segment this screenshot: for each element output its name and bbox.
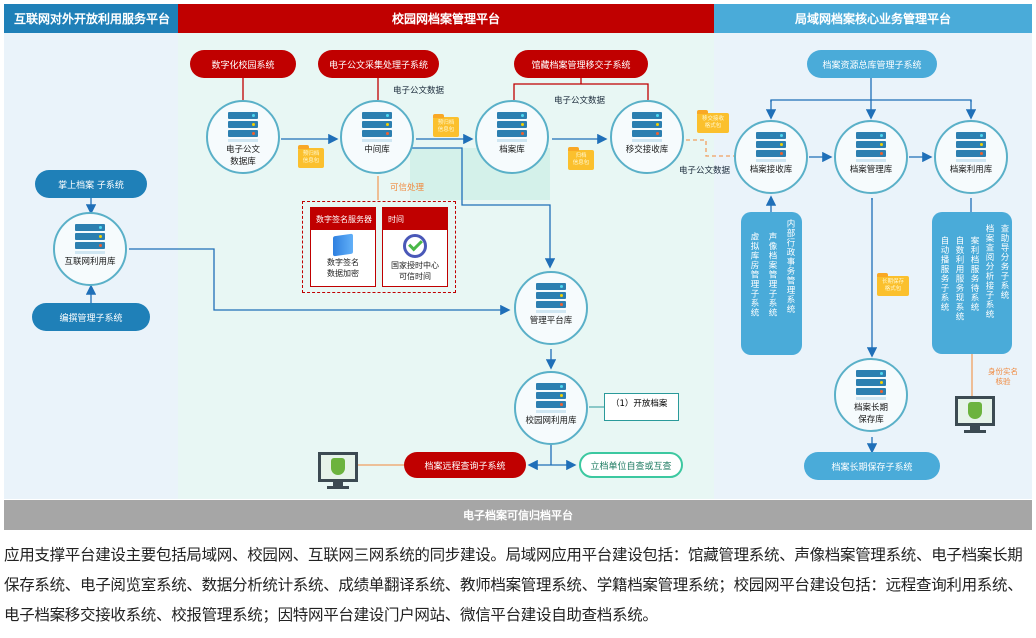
digital-campus-system[interactable]: 数字化校园系统 [190,50,296,78]
editing-management-subsystem[interactable]: 编撰管理子系统 [32,303,150,331]
subsystem-column: 案利档服务待系统 [969,236,979,312]
doc-data-label: 电子公文数据 [554,96,606,106]
identity-check-label: 身份实名 核验 [988,367,1018,386]
monitor-security-icon [318,452,358,489]
archive-package-folder: 归档 信息包 [568,147,594,170]
signature-desc: 数字签名 数据加密 [327,258,359,278]
digital-signature-server[interactable]: 数字签名服务器 数字签名 数据加密 [310,207,376,287]
signature-icon [333,233,353,257]
lan-header-title: 局域网档案核心业务管理平台 [794,12,951,26]
internet-use-db[interactable]: 互联网利用库 [53,212,127,286]
middle-database[interactable]: 中间库 [340,100,414,174]
campus-use-database[interactable]: 校园网利用库 [514,371,588,445]
receive-subsystems-box[interactable]: 虚拟库房管理子系统 声像档案管理子系统 内部行政事务管理系统 [741,212,802,355]
use-subsystems-box[interactable]: 自动播服务子系统 自数利用服务现系统 案利档服务待系统 档案查阅分析接子系统 查… [932,212,1012,354]
mgmt-platform-database[interactable]: 管理平台库 [514,271,588,345]
subsystem-column: 声像档案管理子系统 [767,232,777,318]
subsystem-column: 自动播服务子系统 [939,236,949,312]
pre-archive-package-folder: 预归档 信息包 [298,145,324,168]
doc-database[interactable]: 电子公文 数据库 [206,100,280,174]
subsystem-column: 查助导分务子系统 [999,224,1009,300]
subsystem-column: 档案查阅分析接子系统 [984,224,994,319]
campus-header: 校园网档案管理平台 [178,4,714,33]
archive-transfer-subsystem[interactable]: 馆藏档案管理移交子系统 [514,50,648,78]
archive-use-database[interactable]: 档案利用库 [934,120,1008,194]
transfer-format-package-folder: 移交接收 格式包 [697,110,729,133]
server-icon [632,112,662,142]
subsystem-column: 虚拟库房管理子系统 [749,232,759,318]
archive-receive-database[interactable]: 档案接收库 [734,120,808,194]
archive-manage-database[interactable]: 档案管理库 [834,120,908,194]
server-icon [497,112,527,142]
time-title: 时间 [383,208,447,230]
resource-repository-subsystem[interactable]: 档案资源总库管理子系统 [807,50,937,78]
trusted-archive-platform-bar: 电子档案可信归档平台 [4,500,1032,530]
doc-data-label: 电子公文数据 [393,86,445,96]
server-icon [228,112,258,142]
server-icon [75,224,105,254]
lan-header: 局域网档案核心业务管理平台 [714,4,1032,33]
campus-header-title: 校园网档案管理平台 [391,12,500,26]
internet-header-title: 互联网对外开放利用服务平台 [14,12,171,26]
time-service[interactable]: 时间 国家授时中心 可信时间 [382,207,448,287]
connector-lines [85,77,977,471]
description-paragraph: 应用支撑平台建设主要包括局域网、校园网、互联网三网系统的同步建设。局域网应用平台… [4,546,1023,624]
doc-data-label: 电子公文数据 [679,166,731,176]
remote-query-subsystem[interactable]: 档案远程查询子系统 [404,452,526,478]
longterm-preservation-subsystem[interactable]: 档案长期保存子系统 [804,452,940,480]
open-archive-note: （1）开放档案 [604,393,679,421]
mobile-archive-subsystem[interactable]: 掌上档案 子系统 [35,170,147,198]
longterm-db-label: 档案长期 保存库 [853,403,888,425]
signature-server-title: 数字签名服务器 [311,208,375,230]
server-icon [856,370,886,400]
footer-bar-title: 电子档案可信归档平台 [463,509,573,522]
subsystem-column: 自数利用服务现系统 [954,236,964,322]
architecture-diagram: 互联网对外开放利用服务平台 校园网档案管理平台 局域网档案核心业务管理平台 [4,4,1032,530]
doc-collect-subsystem[interactable]: 电子公文采集处理子系统 [318,50,439,78]
unit-self-query[interactable]: 立档单位自查或互查 [579,452,683,478]
longterm-format-package-folder: 长期保存 格式包 [877,273,909,296]
time-desc: 国家授时中心 可信时间 [391,261,439,281]
shield-icon [968,402,982,419]
server-icon [956,132,986,162]
trusted-processing-label: 可信处理 [390,183,425,193]
clock-check-icon [403,234,427,258]
longterm-preservation-database[interactable]: 档案长期 保存库 [834,358,908,432]
server-icon [756,132,786,162]
internet-header: 互联网对外开放利用服务平台 [4,4,178,33]
server-icon [536,383,566,413]
monitor-security-icon [955,396,995,433]
trusted-services-group [302,201,456,293]
subsystem-column: 内部行政事务管理系统 [785,219,795,314]
server-icon [536,283,566,313]
server-icon [856,132,886,162]
server-icon [362,112,392,142]
archive-database[interactable]: 档案库 [475,100,549,174]
doc-database-label: 电子公文 数据库 [225,145,260,167]
transfer-receive-database[interactable]: 移交接收库 [610,100,684,174]
pre-archive-package-folder: 预归档 信息包 [433,114,459,137]
shield-icon [331,458,345,475]
